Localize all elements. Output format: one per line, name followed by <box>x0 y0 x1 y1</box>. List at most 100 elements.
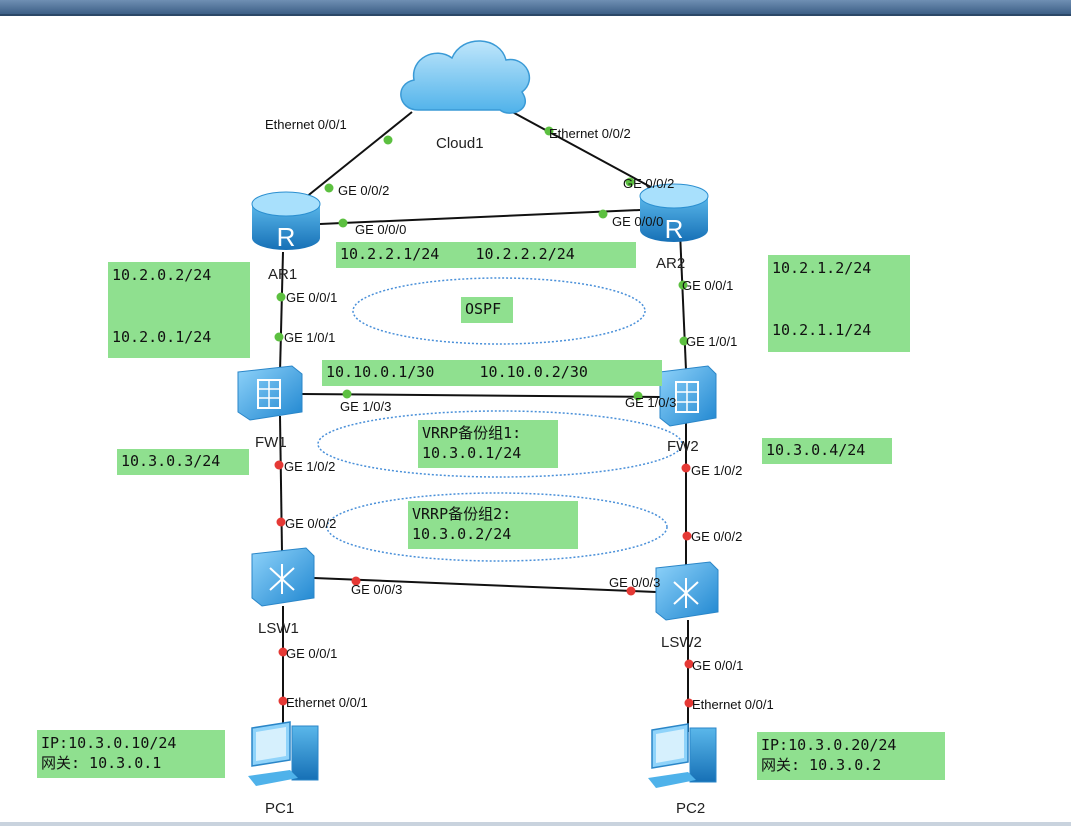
left-wan-ip-2: 10.2.0.1/24 <box>112 328 212 346</box>
port-dot <box>276 292 286 302</box>
firewall-icon[interactable] <box>237 365 303 421</box>
pc1-config-note: IP:10.3.0.10/24 网关: 10.3.0.1 <box>37 730 225 778</box>
router-icon[interactable]: R <box>639 183 709 244</box>
port-label: GE 1/0/1 <box>284 330 336 345</box>
port-dot <box>633 391 643 401</box>
port-dot <box>274 332 284 342</box>
port-label: GE 0/0/3 <box>351 582 403 597</box>
port-dot <box>383 135 393 145</box>
cloud-icon[interactable] <box>400 40 531 114</box>
vrrp-group2-note: VRRP备份组2: 10.3.0.2/24 <box>408 501 578 549</box>
device-label-cloud: Cloud1 <box>436 135 484 152</box>
port-dot <box>626 586 636 596</box>
ar-link-ip-note: 10.2.2.1/24 10.2.2.2/24 <box>336 242 636 268</box>
ar-link-ip-text: 10.2.2.1/24 10.2.2.2/24 <box>340 245 575 263</box>
port-dot <box>625 177 635 187</box>
svg-text:R: R <box>665 214 684 244</box>
pc-icon[interactable] <box>248 721 319 786</box>
link-cloud-ar2 <box>504 107 661 193</box>
port-label: GE 1/0/3 <box>625 395 677 410</box>
port-dots <box>274 126 694 708</box>
port-dot <box>351 576 361 586</box>
port-label: Ethernet 0/0/1 <box>692 697 774 712</box>
port-dot <box>684 698 694 708</box>
port-label: GE 1/0/2 <box>691 463 743 478</box>
ospf-label: OSPF <box>465 300 502 318</box>
port-dot <box>342 389 352 399</box>
port-dot <box>338 218 348 228</box>
links <box>279 107 689 732</box>
port-label: GE 1/0/1 <box>686 334 738 349</box>
pc2-ip: IP:10.3.0.20/24 <box>761 736 897 754</box>
port-label: GE 0/0/1 <box>682 278 734 293</box>
ospf-label-note: OSPF <box>461 297 513 323</box>
vrrp-group1-vip: 10.3.0.1/24 <box>422 444 522 462</box>
port-label: GE 0/0/2 <box>338 183 390 198</box>
fw2-ip: 10.3.0.4/24 <box>766 441 866 459</box>
device-label-pc1: PC1 <box>265 800 295 817</box>
link-ar1-ar2 <box>319 209 641 225</box>
port-label: GE 0/0/0 <box>612 214 664 229</box>
right-wan-ip-note: 10.2.1.2/24 10.2.1.1/24 <box>768 255 910 352</box>
fw1-ip: 10.3.0.3/24 <box>121 452 221 470</box>
fw2-ip-note: 10.3.0.4/24 <box>762 438 892 464</box>
port-label: GE 0/0/2 <box>691 529 743 544</box>
device-label-ar1: AR1 <box>268 266 298 283</box>
device-label-lsw2: LSW2 <box>661 634 702 651</box>
port-dot <box>598 209 608 219</box>
port-dot <box>274 460 284 470</box>
port-dot <box>276 517 286 527</box>
port-label: GE 1/0/2 <box>284 459 336 474</box>
right-wan-ip-1: 10.2.1.2/24 <box>772 259 872 277</box>
port-label: GE 0/0/2 <box>285 516 337 531</box>
port-label: Ethernet 0/0/1 <box>286 695 368 710</box>
port-label: GE 0/0/1 <box>692 658 744 673</box>
link-lsw1-lsw2 <box>313 577 657 593</box>
fw-link-ip-note: 10.10.0.1/30 10.10.0.2/30 <box>322 360 662 386</box>
vrrp2-area-ellipse <box>326 492 668 562</box>
port-label: GE 0/0/0 <box>355 222 407 237</box>
pc1-ip: IP:10.3.0.10/24 <box>41 734 177 752</box>
port-label: GE 0/0/2 <box>623 176 675 191</box>
port-label: Ethernet 0/0/1 <box>265 117 347 132</box>
switch-icon[interactable] <box>251 547 315 607</box>
device-label-pc2: PC2 <box>676 800 706 817</box>
firewall-icon[interactable] <box>659 365 717 427</box>
vrrp-group2-title: VRRP备份组2: <box>412 505 512 523</box>
vrrp1-area-ellipse <box>317 410 683 478</box>
pc-icon[interactable] <box>648 723 717 788</box>
vrrp-group1-title: VRRP备份组1: <box>422 424 522 442</box>
router-icon[interactable]: R <box>251 191 321 252</box>
port-label: GE 0/0/1 <box>286 646 338 661</box>
port-label: GE 0/0/1 <box>286 290 338 305</box>
left-wan-ip-1: 10.2.0.2/24 <box>112 266 212 284</box>
switch-icon[interactable] <box>655 561 719 621</box>
fw1-ip-note: 10.3.0.3/24 <box>117 449 249 475</box>
port-dot <box>678 280 688 290</box>
port-label: GE 1/0/3 <box>340 399 392 414</box>
link-ar2-fw2 <box>679 231 687 371</box>
port-dot <box>679 336 689 346</box>
link-fw1-fw2 <box>301 393 661 398</box>
pc1-gateway: 网关: 10.3.0.1 <box>41 754 162 772</box>
device-label-ar2: AR2 <box>656 255 686 272</box>
svg-text:R: R <box>277 222 296 252</box>
port-dot <box>544 126 554 136</box>
device-label-fw1: FW1 <box>255 434 287 451</box>
port-dot <box>682 531 692 541</box>
link-fw1-lsw1 <box>279 415 283 553</box>
port-dot <box>684 659 694 669</box>
port-dot <box>324 183 334 193</box>
link-cloud-ar1 <box>299 111 413 203</box>
right-wan-ip-2: 10.2.1.1/24 <box>772 321 872 339</box>
pc2-gateway: 网关: 10.3.0.2 <box>761 756 882 774</box>
device-label-lsw1: LSW1 <box>258 620 299 637</box>
port-dot <box>278 647 288 657</box>
ospf-area-ellipse <box>352 277 646 345</box>
vrrp-group2-vip: 10.3.0.2/24 <box>412 525 512 543</box>
port-dot <box>278 696 288 706</box>
link-ar1-fw1 <box>279 251 284 373</box>
device-label-fw2: FW2 <box>667 438 699 455</box>
vrrp-group1-note: VRRP备份组1: 10.3.0.1/24 <box>418 420 558 468</box>
window-bottom-border <box>0 822 1071 826</box>
